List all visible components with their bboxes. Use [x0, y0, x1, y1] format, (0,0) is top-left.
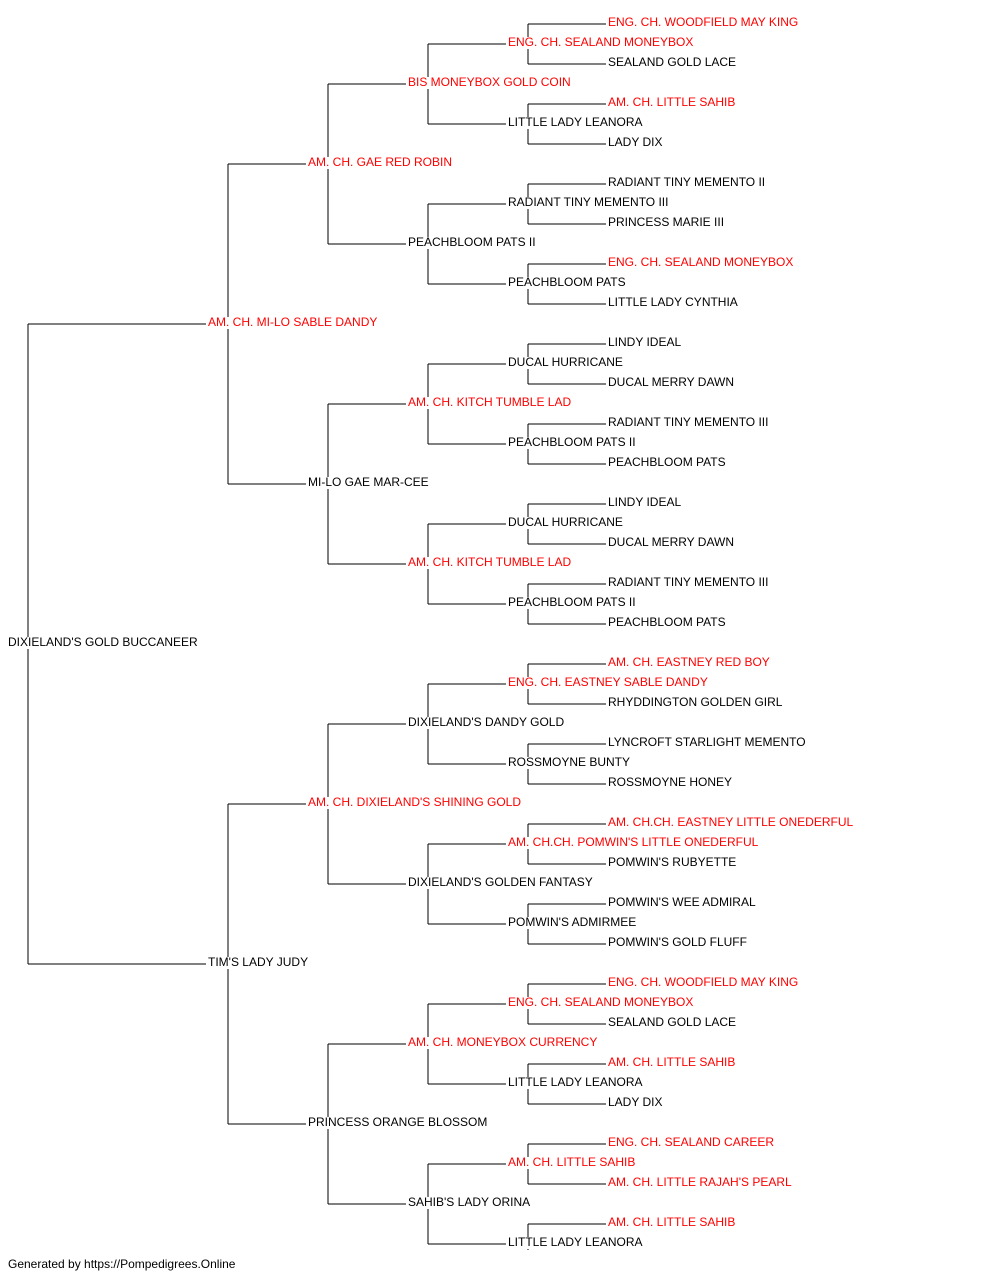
ancestor-name-gen5: AM. CH. LITTLE RAJAH'S PEARL — [608, 1175, 792, 1189]
ancestor-name-gen4: PEACHBLOOM PATS II — [508, 435, 636, 449]
ancestor-name-gen5: ENG. CH. SEALAND CAREER — [608, 1135, 774, 1149]
ancestor-name-gen3: AM. CH. KITCH TUMBLE LAD — [408, 395, 571, 409]
ancestor-name-gen4: AM. CH. LITTLE SAHIB — [508, 1155, 635, 1169]
ancestor-name-gen4: DUCAL HURRICANE — [508, 355, 623, 369]
ancestor-name-gen5: ENG. CH. WOODFIELD MAY KING — [608, 975, 798, 989]
ancestor-name-gen3: SAHIB'S LADY ORINA — [408, 1195, 530, 1209]
ancestor-name-gen5: RADIANT TINY MEMENTO III — [608, 575, 768, 589]
ancestor-name-gen5: AM. CH. EASTNEY RED BOY — [608, 655, 770, 669]
ancestor-name-gen5: PEACHBLOOM PATS — [608, 455, 726, 469]
ancestor-name-gen3: PEACHBLOOM PATS II — [408, 235, 536, 249]
ancestor-name-gen5: ENG. CH. SEALAND MONEYBOX — [608, 255, 793, 269]
ancestor-name-gen5: AM. CH. LITTLE SAHIB — [608, 95, 735, 109]
ancestor-name-gen5: POMWIN'S RUBYETTE — [608, 855, 736, 869]
ancestor-name-gen4: DUCAL HURRICANE — [508, 515, 623, 529]
ancestor-name-gen5: LADY DIX — [608, 1095, 662, 1109]
ancestor-name-gen4: ENG. CH. SEALAND MONEYBOX — [508, 995, 693, 1009]
ancestor-name-gen4: POMWIN'S ADMIRMEE — [508, 915, 636, 929]
ancestor-name-gen2: AM. CH. GAE RED ROBIN — [308, 155, 452, 169]
ancestor-name-gen5: POMWIN'S WEE ADMIRAL — [608, 895, 756, 909]
ancestor-name-gen5: SEALAND GOLD LACE — [608, 55, 736, 69]
ancestor-name-gen4: LITTLE LADY LEANORA — [508, 1075, 643, 1089]
ancestor-name-gen5: AM. CH.CH. EASTNEY LITTLE ONEDERFUL — [608, 815, 853, 829]
ancestor-name-gen2: MI-LO GAE MAR-CEE — [308, 475, 429, 489]
ancestor-name-gen3: DIXIELAND'S DANDY GOLD — [408, 715, 564, 729]
ancestor-name-gen3: BIS MONEYBOX GOLD COIN — [408, 75, 571, 89]
ancestor-name-gen5: RADIANT TINY MEMENTO II — [608, 175, 765, 189]
ancestor-name-gen5: RHYDDINGTON GOLDEN GIRL — [608, 695, 783, 709]
ancestor-name-gen5: LYNCROFT STARLIGHT MEMENTO — [608, 735, 806, 749]
ancestor-name-gen5: DUCAL MERRY DAWN — [608, 535, 734, 549]
ancestor-name-gen5: LINDY IDEAL — [608, 495, 681, 509]
ancestor-name-gen4: RADIANT TINY MEMENTO III — [508, 195, 668, 209]
ancestor-name-gen5: LADY DIX — [608, 135, 662, 149]
ancestor-name-gen2: AM. CH. DIXIELAND'S SHINING GOLD — [308, 795, 521, 809]
ancestor-name-gen4: AM. CH.CH. POMWIN'S LITTLE ONEDERFUL — [508, 835, 759, 849]
ancestor-name-gen5: PEACHBLOOM PATS — [608, 615, 726, 629]
ancestor-name-gen5: AM. CH. LITTLE SAHIB — [608, 1055, 735, 1069]
ancestor-name-gen2: PRINCESS ORANGE BLOSSOM — [308, 1115, 487, 1129]
ancestor-name-gen5: LINDY IDEAL — [608, 335, 681, 349]
ancestor-name-gen3: AM. CH. MONEYBOX CURRENCY — [408, 1035, 597, 1049]
ancestor-name-gen5: PRINCESS MARIE III — [608, 215, 724, 229]
ancestor-name-gen5: LITTLE LADY CYNTHIA — [608, 295, 738, 309]
ancestor-name-gen5: RADIANT TINY MEMENTO III — [608, 415, 768, 429]
ancestor-name-gen1: AM. CH. MI-LO SABLE DANDY — [208, 315, 377, 329]
ancestor-name-gen5: AM. CH. LITTLE SAHIB — [608, 1215, 735, 1229]
ancestor-name-gen5: POMWIN'S GOLD FLUFF — [608, 935, 747, 949]
ancestor-name-gen4: ENG. CH. SEALAND MONEYBOX — [508, 35, 693, 49]
ancestor-name-gen3: AM. CH. KITCH TUMBLE LAD — [408, 555, 571, 569]
subject-dog-name: DIXIELAND'S GOLD BUCCANEER — [8, 635, 198, 649]
pedigree-tree: DIXIELAND'S GOLD BUCCANEER AM. CH. MI-LO … — [8, 15, 853, 1250]
ancestor-name-gen4: ENG. CH. EASTNEY SABLE DANDY — [508, 675, 708, 689]
ancestor-name-gen4: ROSSMOYNE BUNTY — [508, 755, 630, 769]
ancestor-name-gen5: SEALAND GOLD LACE — [608, 1015, 736, 1029]
ancestor-name-gen5: DUCAL MERRY DAWN — [608, 375, 734, 389]
ancestor-name-gen4: LITTLE LADY LEANORA — [508, 115, 643, 129]
ancestor-name-gen1: TIM'S LADY JUDY — [208, 955, 308, 969]
ancestor-name-gen3: DIXIELAND'S GOLDEN FANTASY — [408, 875, 593, 889]
ancestor-name-gen4: LITTLE LADY LEANORA — [508, 1235, 643, 1249]
ancestor-name-gen5: ROSSMOYNE HONEY — [608, 775, 732, 789]
ancestor-name-gen4: PEACHBLOOM PATS II — [508, 595, 636, 609]
ancestor-name-gen5: ENG. CH. WOODFIELD MAY KING — [608, 15, 798, 29]
footer-credit: Generated by https://Pompedigrees.Online — [8, 1257, 236, 1271]
ancestor-name-gen4: PEACHBLOOM PATS — [508, 275, 626, 289]
